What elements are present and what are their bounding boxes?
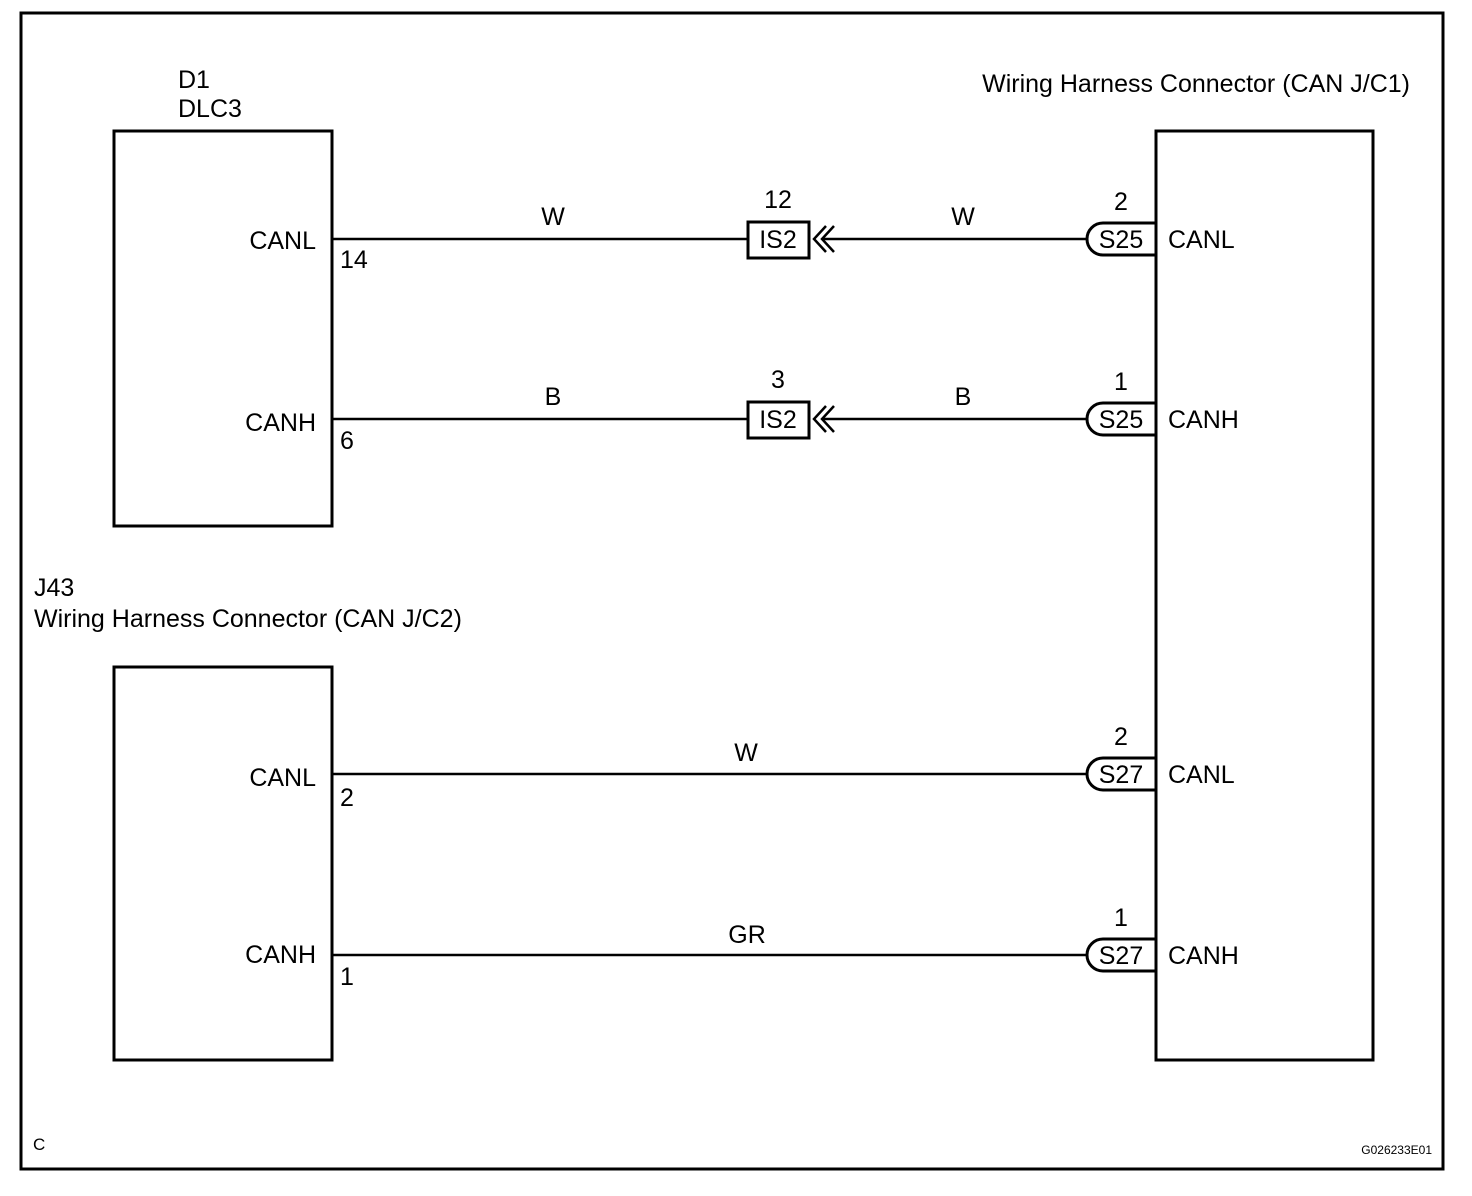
jc2-box [112,665,334,1062]
junction-connector-label: IS2 [759,406,797,434]
wire-color-label: GR [728,921,766,949]
connector-pill [1085,221,1156,257]
wire-color-label: W [541,203,565,231]
connector-label: S27 [1099,761,1143,789]
dlc3-pin-label-canl: CANL [249,227,316,255]
jc2-pin-num-canh: 1 [340,963,354,991]
jc2-name: Wiring Harness Connector (CAN J/C2) [34,605,462,633]
connector-pin-number: 2 [1114,188,1128,216]
jc2-id: J43 [34,574,74,602]
connector-pin-number: 1 [1114,904,1128,932]
connector-label: S27 [1099,942,1143,970]
junction-connector-label: IS2 [759,226,797,254]
connector-pin-number: 2 [1114,723,1128,751]
dlc3-pin-num-canl: 14 [340,246,368,274]
junction-pin-number: 12 [764,186,792,214]
jc2-pin-label-canl: CANL [249,764,316,792]
dlc3-component: D1 DLC3 CANL 14 CANH 6 [112,66,368,528]
jc1-pin-label-canh-2: CANH [1168,942,1239,970]
wire-canl-dlc3: W IS2 12 W S25 2 [333,186,1156,260]
dlc3-pin-label-canh: CANH [245,409,316,437]
jc2-pin-num-canl: 2 [340,784,354,812]
jc1-pin-label-canh-1: CANH [1168,406,1239,434]
jc1-name: Wiring Harness Connector (CAN J/C1) [982,70,1410,98]
jc1-component: Wiring Harness Connector (CAN J/C1) CANL… [982,70,1410,1062]
jc1-pin-label-canl-1: CANL [1168,226,1235,254]
wire-canh-jc2: GR S27 1 [333,904,1156,973]
junction-connector-box [746,400,811,440]
dlc3-pin-num-canh: 6 [340,427,354,455]
wire-canh-dlc3: B IS2 3 B S25 1 [333,366,1156,440]
dlc3-name: DLC3 [178,95,242,123]
wire-color-label: B [955,383,972,411]
connector-pill [1085,756,1156,792]
connector-pin-number: 1 [1114,368,1128,396]
jc2-component: J43 Wiring Harness Connector (CAN J/C2) … [34,574,462,1062]
diagram-frame [19,11,1445,1171]
wire-color-label: B [545,383,562,411]
dlc3-id: D1 [178,66,210,94]
connector-label: S25 [1099,406,1143,434]
footer-code: C [33,1135,45,1154]
figure-id: G026233E01 [1361,1143,1432,1157]
wire-color-label: W [951,203,975,231]
jc2-pin-label-canh: CANH [245,941,316,969]
junction-connector-box [746,220,811,260]
junction-pin-number: 3 [771,366,785,394]
connector-pill [1085,937,1156,973]
wire-color-label: W [734,739,758,767]
dlc3-box [112,129,334,528]
jc1-box [1154,129,1375,1062]
jc1-pin-label-canl-2: CANL [1168,761,1235,789]
connector-pill [1085,401,1156,437]
wire-canl-jc2: W S27 2 [333,723,1156,792]
connector-label: S25 [1099,226,1143,254]
